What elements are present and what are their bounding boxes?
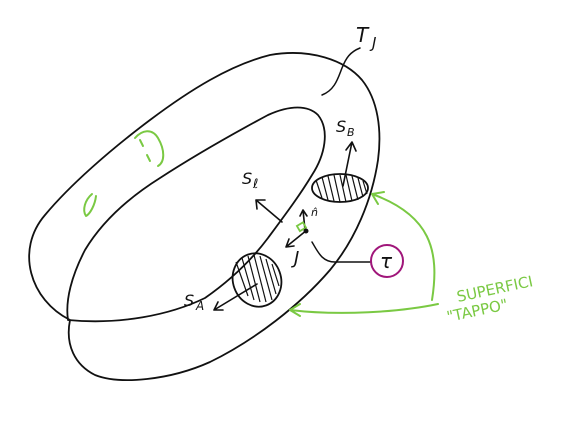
tau-leader (311, 241, 371, 263)
arrow-s-b (342, 141, 357, 187)
tube-outer-contour (28, 52, 381, 381)
label-s-b: S (336, 117, 346, 136)
label-s-a-sub: A (195, 299, 204, 313)
tau-circle (370, 244, 404, 278)
label-s-b-sub: B (347, 126, 355, 139)
label-s-a: S (184, 291, 194, 310)
label-tau: τ (380, 249, 393, 273)
cap-surface-b (311, 173, 369, 203)
green-arrow-to-cap-b (371, 191, 436, 301)
cap-surface-a (231, 252, 283, 308)
arrow-s-a (213, 283, 258, 311)
arrow-j (285, 229, 308, 248)
label-n: n̂ (311, 206, 318, 219)
tube-label-leader (321, 47, 361, 96)
cap-surface-a-hatch (235, 254, 280, 303)
green-section-top (134, 130, 165, 167)
green-section-top-dash1 (139, 139, 144, 147)
label-tube: T (356, 23, 370, 47)
cap-surface-a-outline (231, 252, 283, 308)
arrow-s-l (255, 199, 283, 223)
green-surface-element (295, 221, 308, 233)
tube-inner-contour (66, 106, 326, 323)
label-s-l-sub: ℓ (252, 177, 258, 192)
label-j: J (291, 248, 299, 269)
point-marker (303, 228, 309, 234)
cap-surface-b-outline (311, 173, 369, 203)
green-section-top-dash2 (146, 154, 151, 162)
green-arrow-to-cap-a (289, 303, 439, 317)
green-section-left (83, 193, 97, 217)
label-s-l: S (242, 169, 252, 188)
cap-surface-b-hatch (315, 174, 368, 203)
label-tube-sub: J (369, 34, 376, 52)
